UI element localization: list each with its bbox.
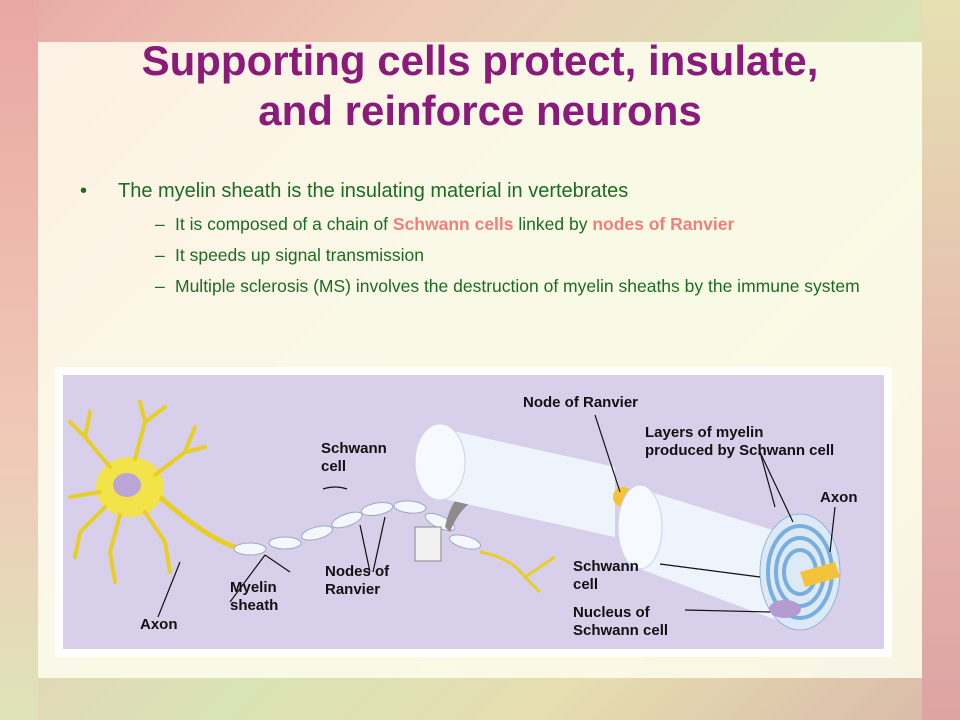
background-right-edge	[922, 0, 960, 720]
myelin-chain-icon	[233, 500, 482, 556]
label-node-of-ranvier: Node of Ranvier	[523, 394, 638, 411]
sub1-mid: linked by	[513, 214, 593, 234]
sub-bullet-1-text: It is composed of a chain of Schwann cel…	[175, 214, 734, 235]
myelin-cylinder-icon	[414, 423, 841, 631]
label-nodes-ranvier-b: Ranvier	[325, 581, 380, 598]
dash-icon: –	[155, 276, 165, 296]
slide-title: Supporting cells protect, insulate, and …	[60, 36, 900, 136]
sub1-highlight-schwann: Schwann cells	[392, 214, 514, 234]
title-line-2: and reinforce neurons	[258, 87, 702, 134]
label-nucleus-b: Schwann cell	[573, 622, 668, 639]
sub-bullet-2: – It speeds up signal transmission	[155, 245, 880, 266]
label-nodes-ranvier: Nodes of	[325, 563, 390, 580]
bullet-list: • The myelin sheath is the insulating ma…	[80, 178, 880, 297]
sub1-pre: It is composed of a chain of	[175, 214, 393, 234]
sub1-highlight-nodes: nodes of Ranvier	[592, 214, 735, 234]
sub-bullet-3: – Multiple sclerosis (MS) involves the d…	[155, 276, 880, 297]
label-schwann-cell-1: Schwann	[321, 440, 387, 457]
axon-terminal-icon	[479, 550, 556, 594]
bullet-main-text: The myelin sheath is the insulating mate…	[118, 180, 629, 202]
label-myelin-sheath: Myelin	[230, 579, 277, 596]
bullet-main: • The myelin sheath is the insulating ma…	[80, 178, 880, 204]
sub-bullet-1: – It is composed of a chain of Schwann c…	[155, 214, 880, 235]
label-schwann-cell-2: Schwann	[573, 558, 639, 575]
neuron-cell-body-icon	[68, 400, 236, 584]
leader-lines	[157, 414, 836, 618]
dash-icon: –	[155, 214, 165, 234]
myelin-illustration: Schwann cell Myelin sheath Nodes of Ranv…	[63, 375, 884, 649]
bullet-dot-icon: •	[80, 180, 88, 202]
label-myelin-sheath-b: sheath	[230, 597, 278, 614]
label-schwann-cell-1b: cell	[321, 458, 346, 475]
label-layers-myelin: Layers of myelin	[645, 424, 763, 441]
label-layers-myelin-b: produced by Schwann cell	[645, 442, 834, 459]
label-schwann-cell-2b: cell	[573, 576, 598, 593]
label-nucleus: Nucleus of	[573, 604, 651, 621]
dash-icon: –	[155, 245, 165, 265]
sub-bullet-3-text: Multiple sclerosis (MS) involves the des…	[175, 276, 860, 296]
sub-bullet-2-text: It speeds up signal transmission	[175, 245, 425, 265]
background-left-edge	[0, 0, 38, 720]
label-axon-left: Axon	[140, 616, 178, 633]
label-axon-right: Axon	[820, 489, 858, 506]
cut-plane-icon	[414, 526, 442, 562]
title-line-1: Supporting cells protect, insulate,	[141, 37, 819, 84]
myelin-figure: Schwann cell Myelin sheath Nodes of Ranv…	[55, 367, 892, 657]
